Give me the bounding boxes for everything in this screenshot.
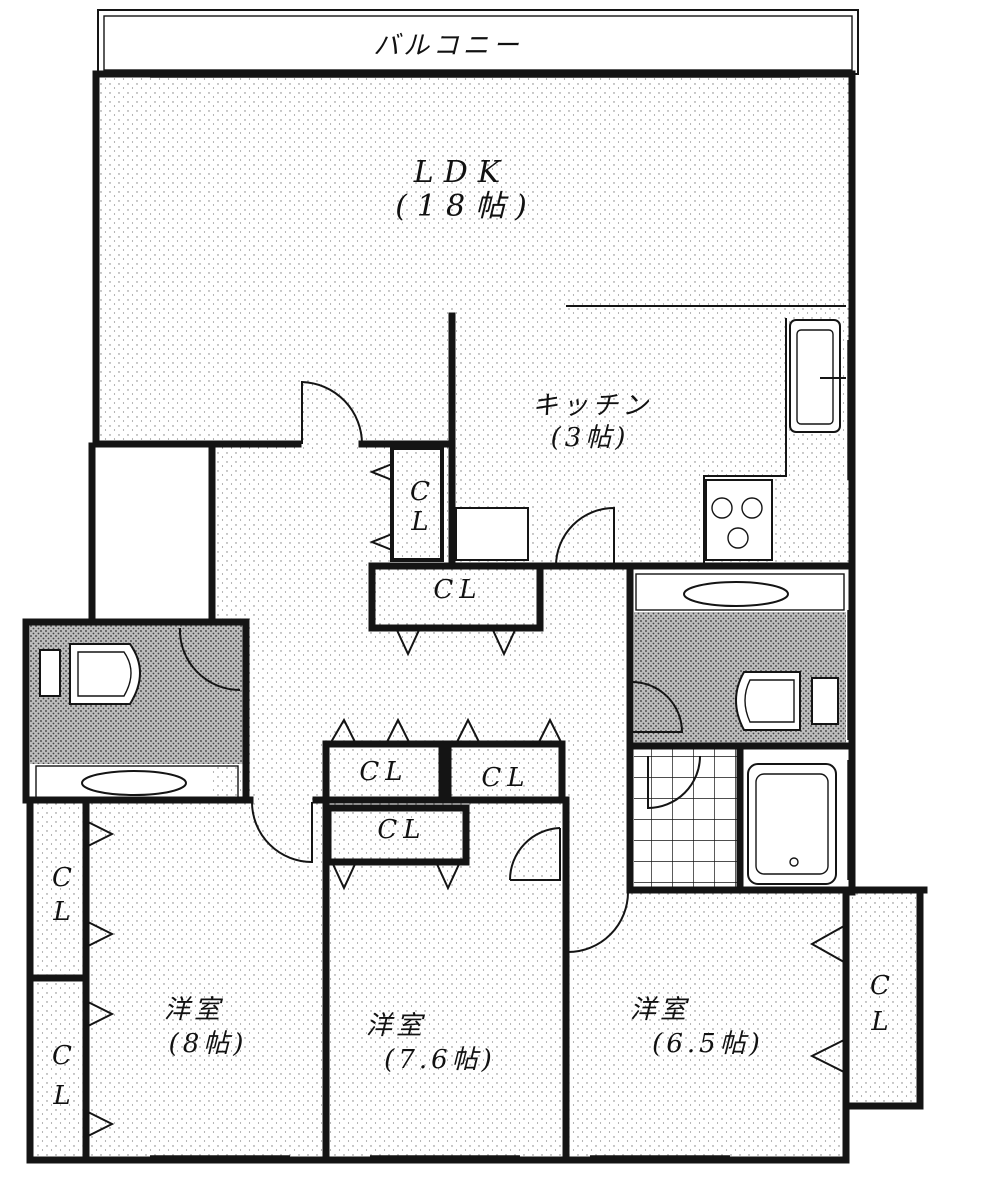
closet-door-icon [87,820,115,948]
closet-door-icon [330,861,462,891]
closet-label: CL [433,575,482,605]
door-swing-icon [251,801,313,864]
closet-doors [87,462,845,1138]
closet-door-icon [328,717,412,745]
door-swing-icon [647,755,701,810]
kitchen-label: キッチン [532,391,652,421]
room-2-size: (7.6帖) [384,1045,496,1075]
ldk-label: LDK [413,155,510,190]
ldk-size: (18帖) [395,189,537,224]
closet-label: CL [359,757,408,787]
closet-label-l: L [870,1007,888,1037]
closet-door-icon [394,627,518,657]
closet-label-c: C [410,477,430,507]
room-3-size: (6.5帖) [652,1029,764,1059]
closet-label-l: L [52,897,70,927]
closet-label-c: C [870,971,890,1001]
kitchen-size: (3帖) [551,423,630,453]
entrance-lattice [91,445,213,621]
washbasin-icon [635,573,845,611]
room-3-label: 洋室 [630,995,690,1025]
doors [178,380,701,954]
closet-label-c: C [52,1041,72,1071]
room-1-label: 洋室 [164,995,224,1025]
refrigerator [455,507,529,561]
balcony-label: バルコニー [373,31,522,61]
walls [22,70,928,1164]
fixtures [35,319,846,885]
sink-icon [789,319,846,433]
closet-label: CL [377,815,426,845]
closet-label-l: L [52,1081,70,1111]
windows [150,71,855,1163]
stove-icon [705,479,773,561]
closet-label: CL [481,763,530,793]
balcony: バルコニー [97,9,859,75]
closet-label-l: L [410,507,428,537]
closet-door-icon [454,717,564,745]
room-2-label: 洋室 [366,1011,426,1041]
labels: LDK (18帖) キッチン (3帖) 洋室 (8帖) 洋室 (7.6帖) 洋室… [52,155,890,1111]
toilet-icon [735,671,839,731]
closet-door-icon [369,462,393,552]
door-swing-icon [567,891,629,954]
closet-label-c: C [52,863,72,893]
door-swing-icon [301,380,363,445]
door-swing-icon [178,627,241,691]
door-swing-icon [631,681,684,733]
toilet-icon [39,643,141,705]
closet-door-icon [809,924,845,1074]
washbasin-icon [35,765,239,801]
closet-door-icon [87,1000,115,1138]
door-swing-icon [509,827,561,881]
room-1-size: (8帖) [169,1029,248,1059]
bathtub-icon [747,763,837,885]
door-swing-icon [555,506,615,567]
